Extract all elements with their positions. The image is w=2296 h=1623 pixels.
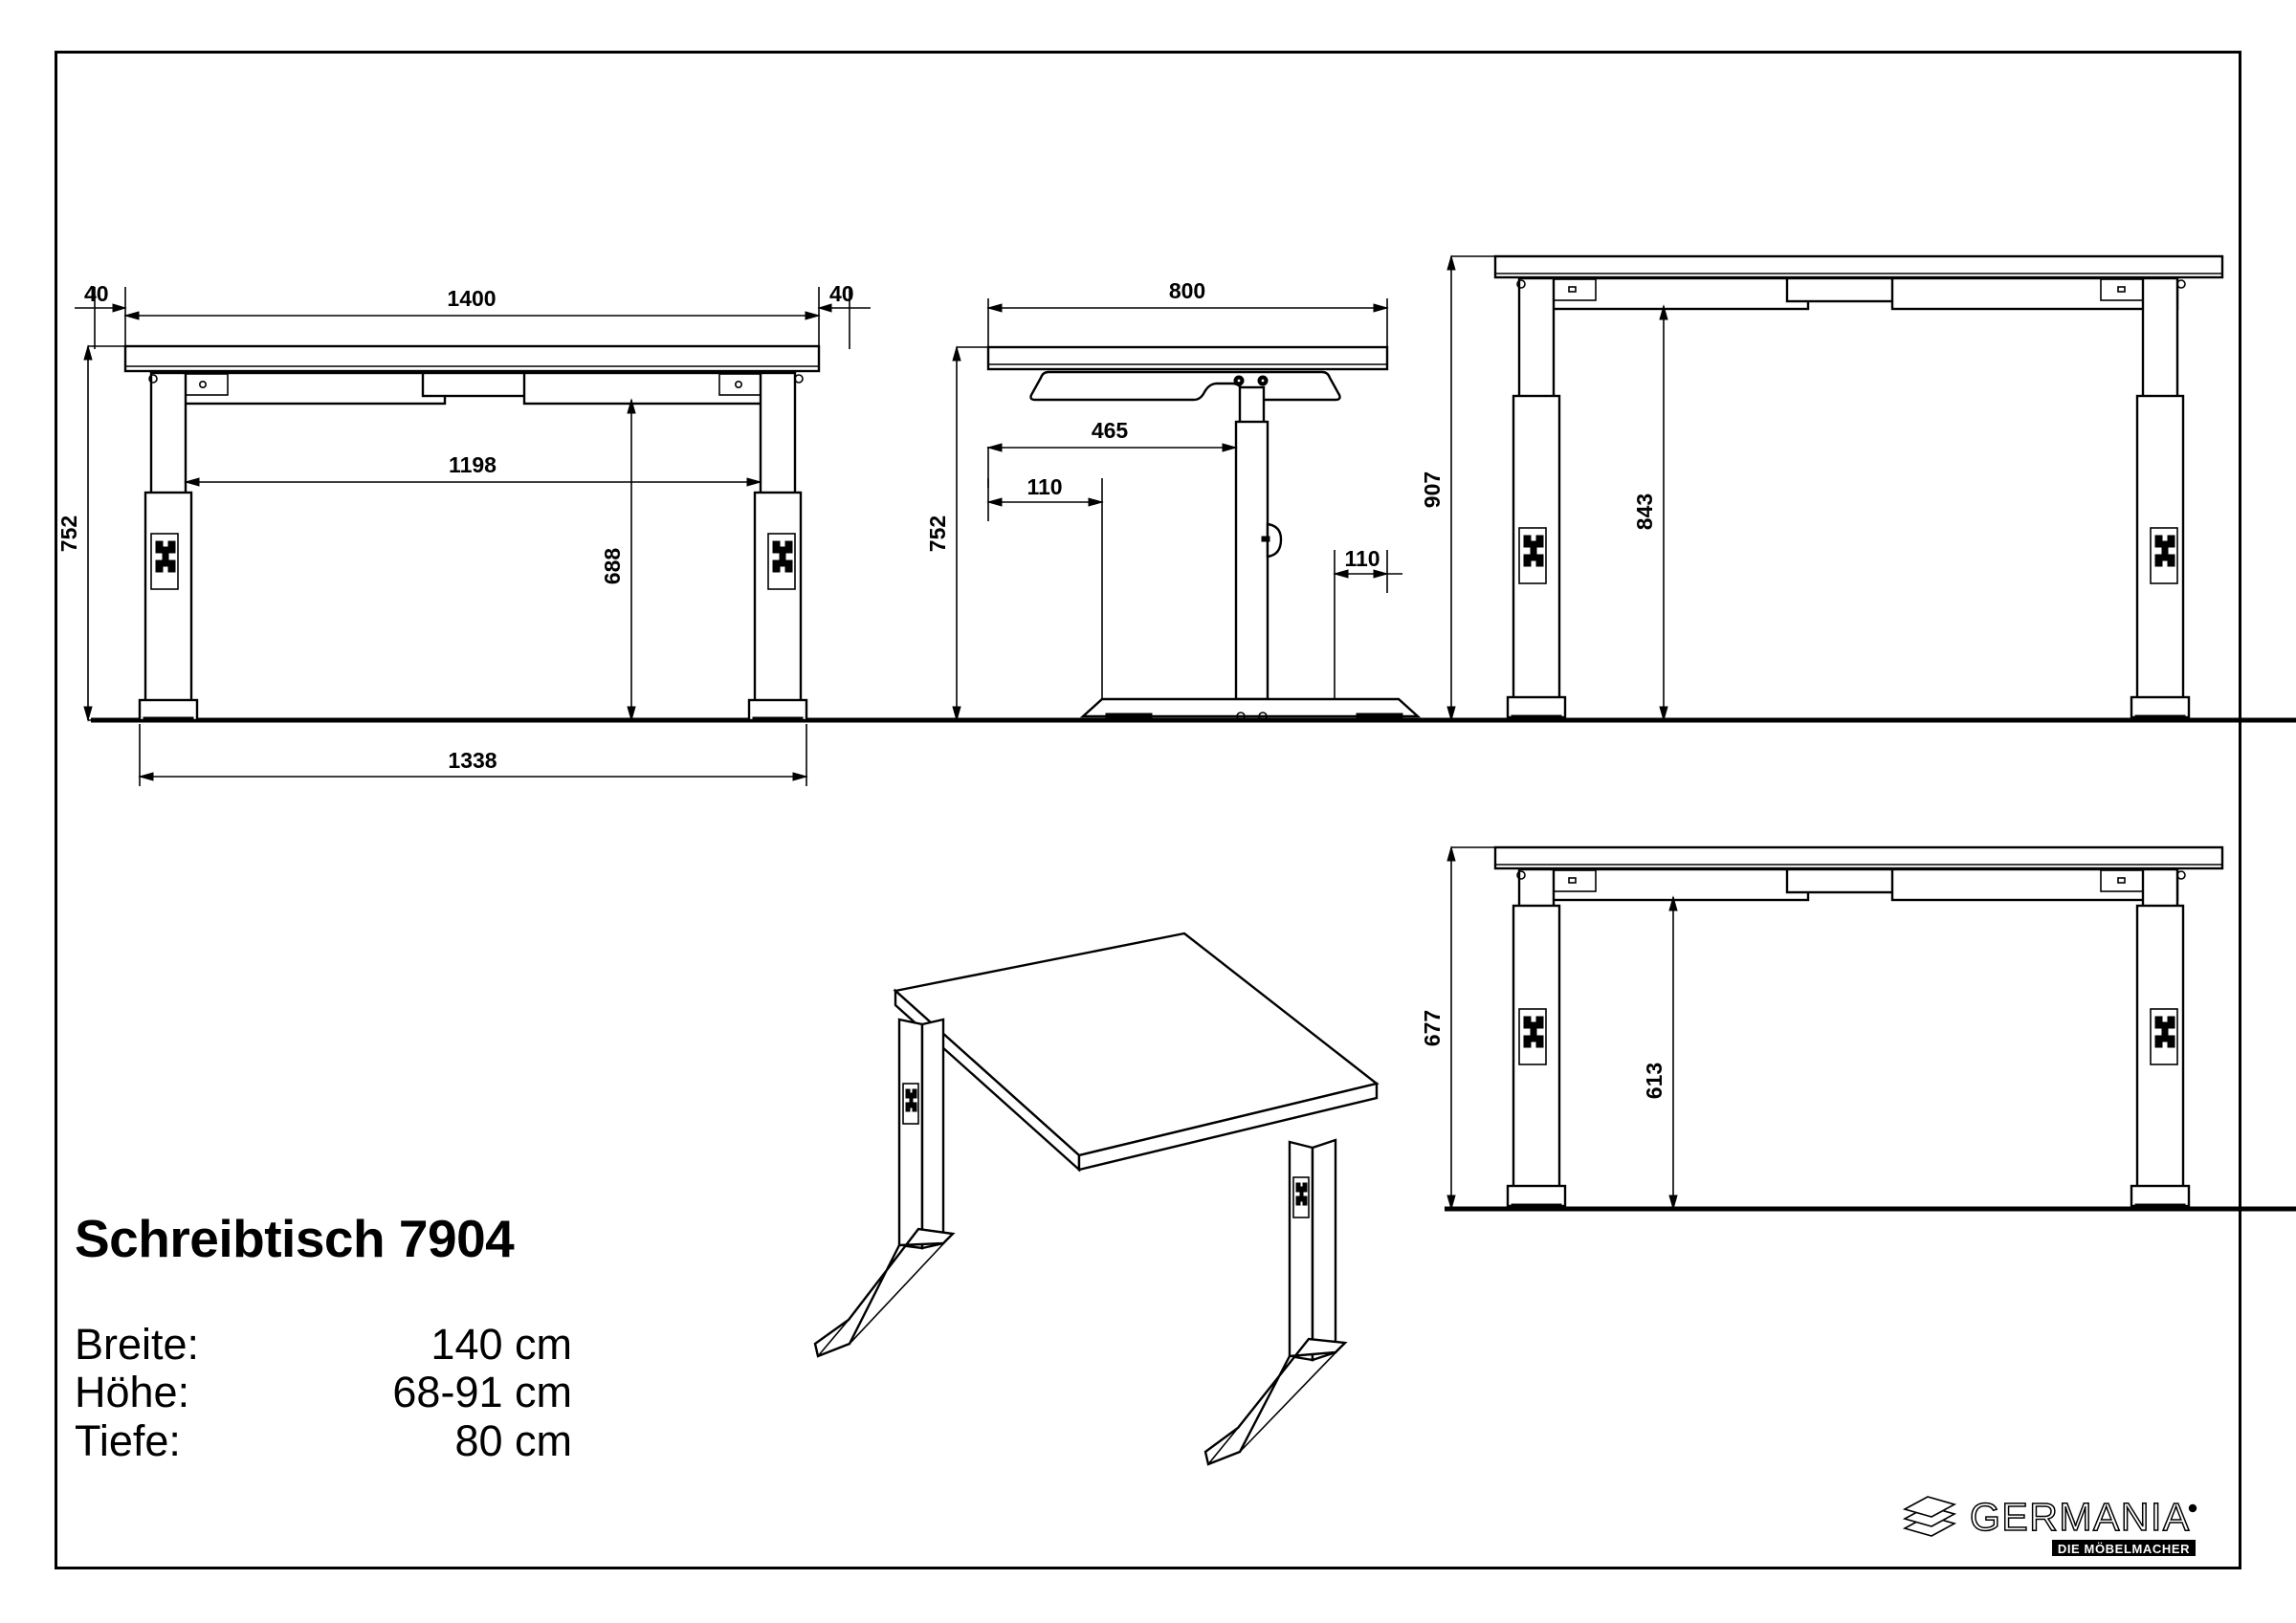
spec-table: Breite: 140 cm Höhe: 68-91 cm Tiefe: 80 … <box>75 1320 802 1465</box>
spec-label-breite: Breite: <box>75 1320 200 1369</box>
under-top-bracket <box>1029 370 1341 402</box>
iso-leg-right-side <box>1311 1138 1337 1362</box>
spec-row-hoehe: Höhe: 68-91 cm <box>75 1368 572 1417</box>
glide-foot-rear <box>1356 713 1403 721</box>
iso-foot-left <box>813 1227 956 1358</box>
iso-tabletop-top <box>893 932 1380 1157</box>
view-front-lowest: 677 613 <box>1420 845 2296 1212</box>
dim-height-677: 677 <box>1420 1010 1445 1046</box>
glide-left <box>143 716 194 723</box>
view-front-high: 907 843 <box>1420 254 2224 722</box>
iso-leg-right-front <box>1288 1140 1314 1362</box>
sheet-border <box>55 51 2241 1569</box>
glide-right <box>752 716 804 723</box>
spec-value-tiefe: 80 cm <box>454 1415 572 1465</box>
brand-tagline: DIE MÖBELMACHER <box>2058 1542 2190 1556</box>
leg-left-upper <box>149 371 188 497</box>
iso-leg-left-side <box>920 1018 945 1250</box>
dim-overhang-left: 40 <box>84 281 109 306</box>
foot-high-right <box>2130 695 2191 719</box>
dim-side-height-752: 752 <box>925 515 950 552</box>
dim-clear-width-1198: 1198 <box>449 452 497 477</box>
leg-high-right-upper <box>2141 276 2179 402</box>
dim-foot-inset-front-110: 110 <box>1027 474 1062 499</box>
dim-foot-inset-rear-110: 110 <box>1344 546 1380 571</box>
foot-low-left <box>1506 1184 1567 1208</box>
dim-depth-800: 800 <box>1169 278 1205 303</box>
iso-tabletop-right-edge <box>1077 1082 1379 1172</box>
dim-overhang-right: 40 <box>829 281 854 306</box>
tabletop-front <box>123 344 821 373</box>
leg-right-lower <box>753 491 803 707</box>
spec-label-hoehe: Höhe: <box>75 1368 190 1417</box>
brand-logo: GERMANIA DIE MÖBELMACHER <box>1899 1492 2215 1567</box>
spec-label-tiefe: Tiefe: <box>75 1415 181 1465</box>
spec-value-breite: 140 cm <box>430 1320 572 1369</box>
dim-column-pos-465: 465 <box>1092 418 1129 443</box>
foot-base-side <box>1079 697 1422 718</box>
adjust-knob-side <box>1266 522 1283 559</box>
column-lower-side <box>1234 420 1269 701</box>
registered-mark <box>2188 1503 2197 1513</box>
leg-right-upper <box>759 371 797 497</box>
dim-clear-height-613: 613 <box>1642 1063 1667 1099</box>
stacked-sheets-icon <box>1902 1496 1957 1537</box>
dim-clear-height-688: 688 <box>600 548 625 585</box>
iso-foot-right <box>1203 1337 1348 1466</box>
dim-foot-span-1338: 1338 <box>448 748 497 773</box>
brand-name: GERMANIA <box>1970 1495 2191 1539</box>
leg-low-right-upper <box>2141 867 2179 913</box>
dim-clear-height-843: 843 <box>1632 493 1657 530</box>
tabletop-side <box>986 345 1389 371</box>
spec-row-breite: Breite: 140 cm <box>75 1320 572 1369</box>
foot-low-right <box>2130 1184 2191 1208</box>
title-block: Schreibtisch 7904 Breite: 140 cm Höhe: 6… <box>75 1213 802 1465</box>
leg-high-left-upper <box>1517 276 1556 402</box>
view-front-low: 40 1400 40 752 1198 <box>56 281 871 786</box>
view-side: 800 752 465 110 11 <box>925 278 1422 722</box>
leg-left-lower <box>144 491 193 707</box>
view-isometric <box>813 932 1380 1466</box>
column-upper-side <box>1238 385 1266 426</box>
dim-height-907: 907 <box>1420 472 1445 508</box>
spec-value-hoehe: 68-91 cm <box>392 1368 572 1417</box>
spec-row-tiefe: Tiefe: 80 cm <box>75 1415 572 1465</box>
iso-leg-left-front <box>897 1018 924 1250</box>
dim-top-width: 1400 <box>447 286 496 311</box>
foot-high-left <box>1506 695 1567 719</box>
dim-height-752: 752 <box>56 515 81 552</box>
glide-foot-front <box>1105 713 1153 721</box>
product-title: Schreibtisch 7904 <box>75 1209 515 1268</box>
